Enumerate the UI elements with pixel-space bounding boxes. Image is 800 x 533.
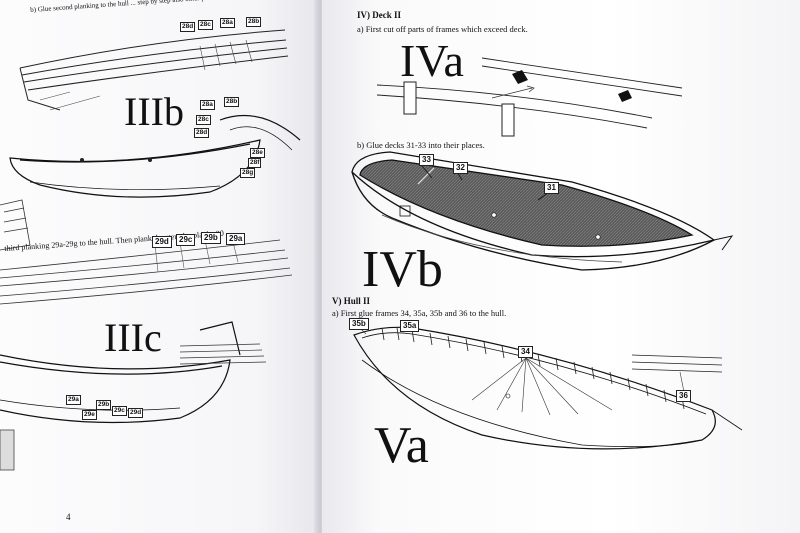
tag-29c: 29c <box>176 234 196 246</box>
section-IV-heading: IV) Deck II <box>357 10 401 20</box>
tag-IIIc-29e: 29e <box>82 410 97 420</box>
tag-33: 33 <box>419 154 434 166</box>
right-page-drawings <box>351 57 743 450</box>
tag-IIIb-28f: 28f <box>248 158 262 168</box>
section-IV-a-text: a) First cut off parts of frames which e… <box>357 24 528 34</box>
tag-28b: 28b <box>246 17 262 27</box>
right-page: IV) Deck II a) First cut off parts of fr… <box>322 0 800 533</box>
section-V-heading: V) Hull II <box>332 296 371 306</box>
tag-28d: 28d <box>180 22 196 32</box>
section-V-a-text: a) First glue frames 34, 35a, 35b and 36… <box>332 308 507 318</box>
section-IV-b-text: b) Glue decks 31-33 into their places. <box>357 140 485 150</box>
label-IVb: IVb <box>362 241 443 298</box>
label-IIIc: IIIc <box>104 315 162 360</box>
tag-IIIb-28c: 28c <box>196 115 211 125</box>
tag-29d: 29d <box>152 236 172 248</box>
tag-IIIc-29a: 29a <box>66 395 81 405</box>
left-page-drawings <box>0 29 301 471</box>
label-IIIb: IIIb <box>124 89 184 134</box>
tag-IIIb-28b: 28b <box>224 97 240 107</box>
tag-IIIb-28d: 28d <box>194 128 210 138</box>
tag-IIIc-29b: 29b <box>96 400 112 410</box>
tag-28c: 28c <box>198 20 213 30</box>
tag-IIIb-28g: 28g <box>240 168 256 178</box>
tag-34: 34 <box>518 346 533 358</box>
tag-IIIc-29c: 29c <box>112 406 127 416</box>
tag-32: 32 <box>453 162 468 174</box>
page-number: 4 <box>66 512 71 522</box>
tag-35a: 35a <box>400 320 420 332</box>
left-page: b) Glue second planking to the hull ... … <box>0 0 318 533</box>
tag-28a: 28a <box>220 18 235 28</box>
tag-IIIb-28a: 28a <box>200 100 215 110</box>
tag-29b: 29b <box>201 232 221 244</box>
tag-IIIc-29d: 29d <box>128 408 144 418</box>
label-Va: Va <box>374 417 429 474</box>
tag-31: 31 <box>544 182 559 194</box>
tag-35b: 35b <box>349 318 369 330</box>
tag-29a: 29a <box>226 233 246 245</box>
tag-36: 36 <box>676 390 691 402</box>
label-IVa: IVa <box>400 35 464 86</box>
tag-IIIb-28e: 28e <box>250 148 265 158</box>
